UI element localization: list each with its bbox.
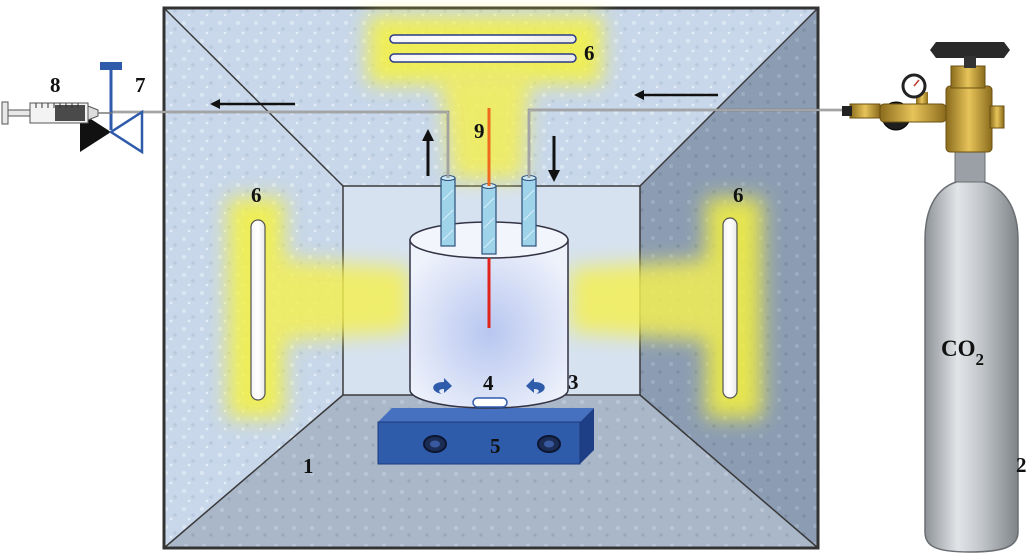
label-chamber: 1	[303, 454, 314, 478]
label-stir-bar: 4	[483, 371, 494, 395]
label-reactor: 3	[568, 370, 579, 394]
label-co2-sub: 2	[976, 350, 985, 369]
label-cylinder: 2	[1016, 453, 1027, 477]
label-valve: 7	[135, 73, 146, 97]
arrow-left-icon	[634, 90, 644, 100]
arrow-left-icon	[210, 99, 220, 109]
label-co2-main: CO	[941, 336, 976, 361]
tube-probe	[481, 185, 497, 255]
flow-arrows	[210, 90, 718, 182]
lamp-top	[389, 34, 577, 63]
label-lamp-left: 6	[251, 183, 262, 207]
magnetic-stirrer	[377, 408, 594, 465]
label-lamp-right: 6	[733, 183, 744, 207]
reactor-tubes	[440, 175, 537, 255]
rotation-arrow-left-icon	[433, 378, 452, 394]
label-stirrer: 5	[490, 434, 501, 458]
chamber-frame	[162, 6, 820, 550]
rotation-arrow-right-icon	[526, 378, 545, 394]
lamp-right	[722, 217, 738, 399]
arrow-up-icon	[422, 129, 434, 141]
pressure-gauge-icon	[901, 73, 928, 106]
labels: 1 2 3 4 5 6 6 6 7 8 9 CO2	[50, 41, 1027, 478]
label-co2: CO2	[941, 336, 984, 369]
label-probe: 9	[474, 119, 485, 143]
label-syringe: 8	[50, 73, 61, 97]
syringe-icon	[1, 101, 112, 125]
tube-outlet	[440, 177, 456, 247]
chamber-floor	[164, 395, 818, 548]
tube-inlet	[521, 177, 537, 247]
chamber	[162, 6, 820, 550]
arrow-down-icon	[548, 170, 560, 182]
label-lamp-top: 6	[584, 41, 595, 65]
gas-cylinder-icon	[842, 42, 1019, 553]
stir-bar	[472, 397, 508, 408]
lamp-left	[250, 219, 266, 401]
